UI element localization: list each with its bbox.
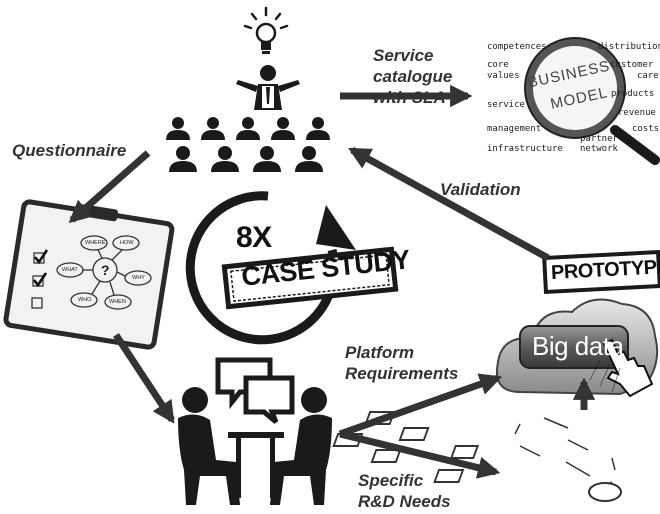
arrow-to-interview	[113, 333, 175, 424]
bm-word: distribution	[598, 42, 660, 52]
presenter-icon	[236, 65, 300, 110]
bm-word: management	[487, 124, 542, 134]
cycle-count: 8X	[236, 221, 272, 254]
bm-word: competences	[487, 42, 547, 52]
bubble-question: ?	[101, 262, 110, 278]
arrow-validation	[348, 146, 550, 262]
big-data-label: Big data	[532, 331, 624, 361]
cycle-arrow-icon	[185, 191, 356, 345]
bubble-what: WHAT	[62, 267, 78, 273]
bm-word: network	[580, 144, 618, 154]
bm-word: costs	[632, 124, 660, 134]
bm-word: values	[487, 71, 520, 81]
clipboard-icon	[3, 199, 175, 350]
bm-word: care	[637, 71, 659, 81]
bubble-when: WHEN	[109, 299, 126, 305]
bm-word: revenue	[618, 108, 656, 118]
bm-word: service	[487, 100, 525, 110]
magnifier-icon	[524, 37, 660, 165]
pointer-hand-icon	[589, 338, 654, 398]
arrow-questionnaire	[68, 150, 151, 223]
arrow-platform-requirements	[338, 373, 503, 438]
label-specific-needs: Specific R&D Needs	[358, 471, 451, 511]
interview-icon	[178, 357, 332, 505]
bubble-why: WHY	[132, 275, 145, 281]
bm-word: infrastructure	[487, 144, 563, 154]
arrow-specific-needs	[339, 430, 501, 479]
bubble-who: WHO	[78, 297, 92, 303]
label-platform-requirements: Platform Requirements	[345, 343, 459, 383]
bm-word: core	[487, 60, 509, 70]
case-study-stamp-bg	[221, 246, 399, 310]
label-service-catalogue: Service catalogue with SLA	[373, 46, 453, 107]
lightbulb-icon	[243, 6, 289, 54]
flow-arrows	[68, 84, 596, 479]
bm-word: products	[611, 89, 655, 99]
prototype-stamp-bg	[542, 249, 660, 295]
bm-word: partner	[580, 134, 618, 144]
label-validation: Validation	[440, 180, 521, 199]
bubble-where: WHERE	[85, 240, 106, 246]
audience-icon	[166, 117, 330, 172]
bm-word: customer	[610, 60, 654, 70]
label-questionnaire: Questionnaire	[12, 141, 127, 160]
bubble-how: HOW	[120, 240, 134, 246]
